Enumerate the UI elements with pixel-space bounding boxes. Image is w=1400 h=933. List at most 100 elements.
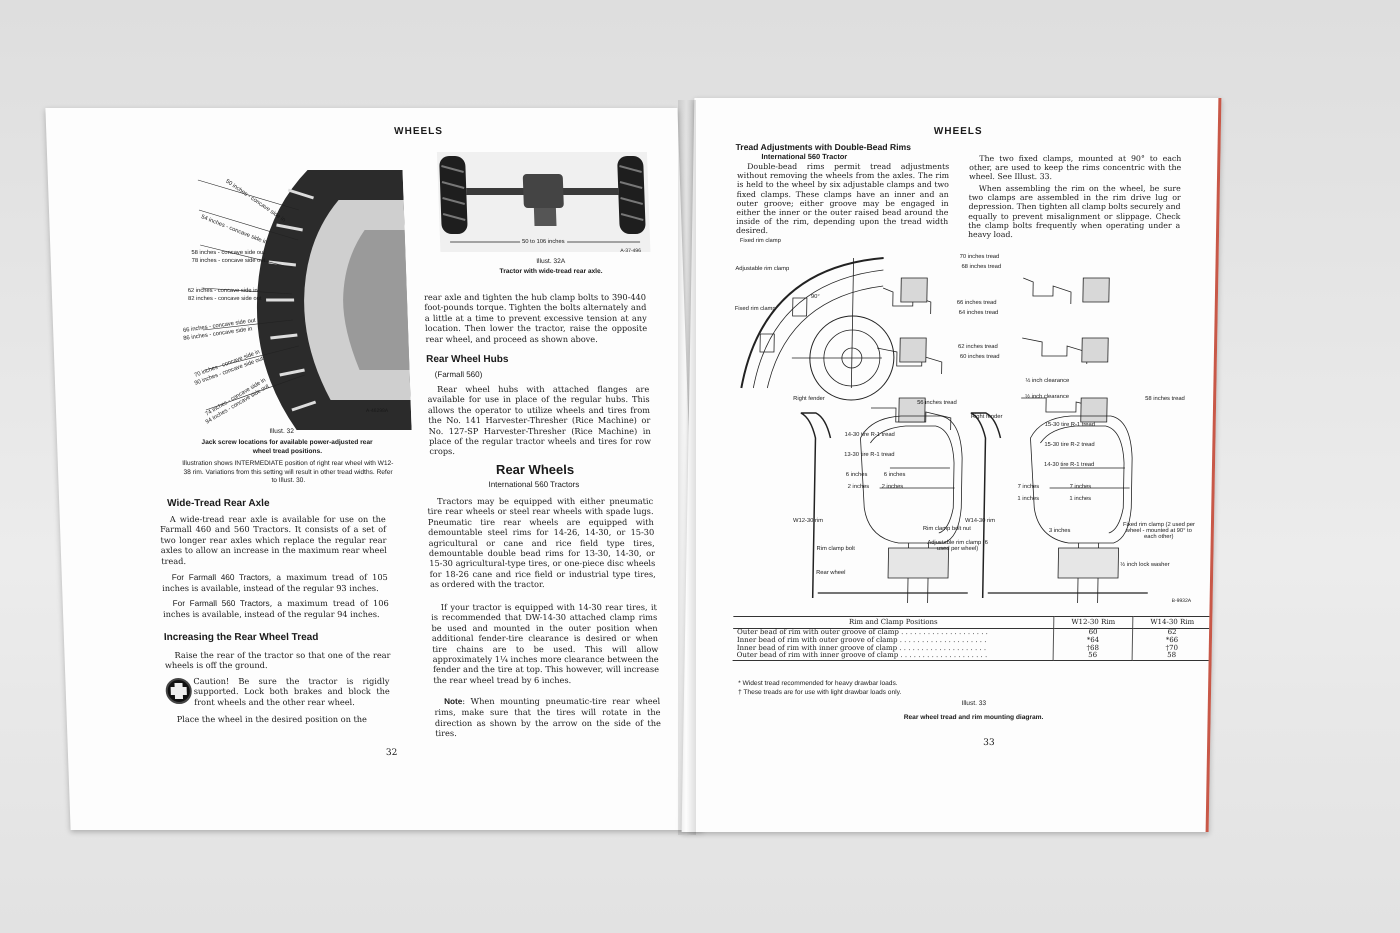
- place-wheel-text: Place the wheel in the desired position …: [176, 714, 368, 724]
- table-header-positions: Rim and Clamp Positions: [733, 616, 1054, 629]
- label-3-inches: 3 inches: [1048, 528, 1071, 534]
- label-62-tread: 62 inches tread: [958, 344, 998, 350]
- label-w14-30-rim: W14-30 rim: [964, 518, 996, 524]
- illust32-caption: Jack screw locations for available power…: [201, 439, 373, 455]
- label-7-inches: 7 inches: [1017, 484, 1040, 490]
- rear-wheel-hubs-sub: (Farmall 560): [434, 370, 483, 379]
- label-60-tread: 60 inches tread: [959, 354, 1000, 360]
- label-lock-washer: ½ inch lock washer: [1120, 562, 1170, 568]
- label-64-tread: 64 inches tread: [958, 310, 999, 316]
- safety-emblem-icon: [165, 678, 193, 704]
- label-90-degrees: 90°: [810, 294, 820, 300]
- note-label: Note: [443, 697, 463, 706]
- table-header-row: Rim and Clamp Positions W12-30 Rim W14-3…: [733, 616, 1212, 629]
- increasing-tread-text: Raise the rear of the tractor so that on…: [164, 650, 391, 671]
- row-label: Inner bead of rim with outer groove of c…: [736, 635, 898, 644]
- axle-continuation-text: rear axle and tighten the hub clamp bolt…: [423, 292, 648, 344]
- illust33-label: Illust. 33: [961, 700, 987, 707]
- label-70-tread: 70 inches tread: [959, 254, 1000, 260]
- label-58-tread: 58 inches tread: [1145, 396, 1185, 402]
- label-rim-clamp-bolt-nut: Rim clamp bolt nut: [922, 526, 971, 532]
- farmall-460-label: For Farmall 460 Tractors: [171, 573, 269, 582]
- right-page-number: 33: [983, 738, 995, 748]
- assembling-rim-text: When assembling the rim on the wheel, be…: [967, 184, 1181, 240]
- wide-tread-text: A wide-tread rear axle is available for …: [159, 514, 388, 566]
- label-rim-clamp-bolt: Rim clamp bolt: [816, 546, 855, 552]
- caution-text: Caution! Be sure the tractor is rigidly …: [193, 676, 390, 707]
- footnote-light: † These treads are for use with light dr…: [737, 689, 902, 696]
- farmall-460-paragraph: For Farmall 460 Tractors, a maximum trea…: [162, 572, 389, 594]
- axle-photo: [436, 152, 651, 252]
- label-68-tread: 68 inches tread: [961, 264, 1002, 270]
- table-cell-w12: 56: [1053, 651, 1133, 661]
- row-label: Outer bead of rim with outer groove of c…: [737, 628, 899, 636]
- tire-code: A-46298A: [365, 408, 389, 414]
- label-1-inches-2: 1 inches: [1069, 496, 1092, 502]
- row-label: Outer bead of rim with inner groove of c…: [736, 651, 899, 660]
- rear-wheels-heading: Rear Wheels: [495, 462, 575, 477]
- note-paragraph: Note: When mounting pneumatic-tire rear …: [434, 696, 661, 739]
- axle-photo-code: A-37-496: [620, 248, 642, 254]
- label-right-fender: Right fender: [793, 396, 825, 402]
- tread-adjust-heading: Tread Adjustments with Double-Bead Rims: [735, 142, 912, 152]
- rim-clamp-table-wrap: Rim and Clamp Positions W12-30 Rim W14-3…: [732, 616, 1212, 661]
- axle-drawing: [436, 152, 651, 252]
- label-fixed-rim-clamp-two: Fixed rim clamp (2 used per wheel - moun…: [1122, 522, 1195, 540]
- illust32a-caption: Tractor with wide-tread rear axle.: [499, 268, 603, 275]
- label-13-30-tire: 13-30 tire R-1 tread: [844, 452, 895, 458]
- illust32-label: Illust. 32: [269, 428, 295, 435]
- rim-clamp-table: Rim and Clamp Positions W12-30 Rim W14-3…: [732, 616, 1212, 661]
- tread-adjust-sub: International 560 Tractor: [761, 152, 848, 161]
- diagram-code: B-9932A: [1171, 598, 1192, 604]
- rear-wheels-sub: International 560 Tractors: [488, 480, 580, 489]
- label-2-inches-2: 2 inches: [881, 484, 904, 490]
- label-right-fender-2: Right fender: [970, 414, 1003, 420]
- table-cell-label: Outer bead of rim with inner groove of c…: [732, 651, 1054, 661]
- table-row: Outer bead of rim with inner groove of c…: [732, 651, 1211, 661]
- row-label: Inner bead of rim with inner groove of c…: [736, 643, 898, 652]
- label-6-inches: 6 inches: [845, 472, 868, 478]
- right-page: WHEELS Tread Adjustments with Double-Bea…: [681, 98, 1222, 832]
- wide-tread-heading: Wide-Tread Rear Axle: [167, 498, 270, 509]
- illust32-note: Illustration shows INTERMEDIATE position…: [182, 460, 394, 484]
- label-clearance-2: ½ inch clearance: [1025, 394, 1070, 400]
- rear-wheels-text-2: If your tractor is equipped with 14-30 r…: [431, 602, 660, 685]
- label-14-30-tire: 14-30 tire R-1 tread: [844, 432, 895, 438]
- book-gutter: [678, 100, 696, 835]
- note-text: : When mounting pneumatic-tire rear whee…: [434, 696, 662, 739]
- label-15-30-tire: 15-30 tire R-1 tread: [1044, 422, 1096, 428]
- label-w12-30-rim: W12-30 rim: [792, 518, 824, 524]
- footnote-widest: * Widest tread recommended for heavy dra…: [738, 680, 898, 687]
- label-14-30-tire-2: 14-30 tire R-1 tread: [1043, 462, 1095, 468]
- label-2-inches: 2 inches: [847, 484, 870, 490]
- fixed-clamps-text: The two fixed clamps, mounted at 90° to …: [968, 154, 1182, 182]
- left-page-header: WHEELS: [394, 126, 444, 137]
- tire-label-78: 78 inches - concave side out: [191, 258, 266, 264]
- farmall-560-paragraph: For Farmall 560 Tractors, a maximum trea…: [163, 598, 390, 620]
- label-6-inches-2: 6 inches: [883, 472, 906, 478]
- rear-wheel-hubs-text: Rear wheel hubs with attached flanges ar…: [427, 384, 652, 457]
- axle-dimension: 50 to 106 inches: [519, 239, 567, 245]
- label-rear-wheel: Rear wheel: [816, 570, 846, 576]
- label-56-tread: 56 inches tread: [917, 400, 957, 406]
- label-clearance-1: ½ inch clearance: [1025, 378, 1070, 384]
- table-cell-w14: 58: [1132, 651, 1211, 661]
- tire-label-62: 62 inches - concave side in: [187, 288, 258, 294]
- tire-drawing: [197, 170, 412, 430]
- tire-label-82: 82 inches - concave side out: [187, 296, 262, 302]
- tire-label-58: 58 inches - concave side out: [191, 250, 266, 256]
- label-fixed-rim-clamp: Fixed rim clamp: [739, 238, 781, 244]
- left-page: WHEELS 50 inches - concave side in 54 in…: [45, 108, 703, 830]
- tire-illustration: [138, 170, 412, 430]
- table-header-w12: W12-30 Rim: [1053, 616, 1133, 629]
- label-15-30-tire-r2: 15-30 tire R-2 tread: [1044, 442, 1095, 448]
- rear-wheels-text-1: Tractors may be equipped with either pne…: [427, 496, 656, 590]
- illust33-caption: Rear wheel tread and rim mounting diagra…: [903, 714, 1044, 721]
- rear-wheel-hubs-heading: Rear Wheel Hubs: [425, 354, 509, 365]
- left-page-number: 32: [385, 748, 398, 758]
- illust32a-label: Illust. 32A: [536, 258, 566, 265]
- table-header-w14: W14-30 Rim: [1132, 616, 1212, 629]
- label-7-inches-2: 7 inches: [1069, 484, 1092, 490]
- farmall-560-label: For Farmall 560 Tractors: [172, 599, 270, 608]
- label-adjustable-rim-clamp: Adjustable rim clamp: [735, 266, 790, 272]
